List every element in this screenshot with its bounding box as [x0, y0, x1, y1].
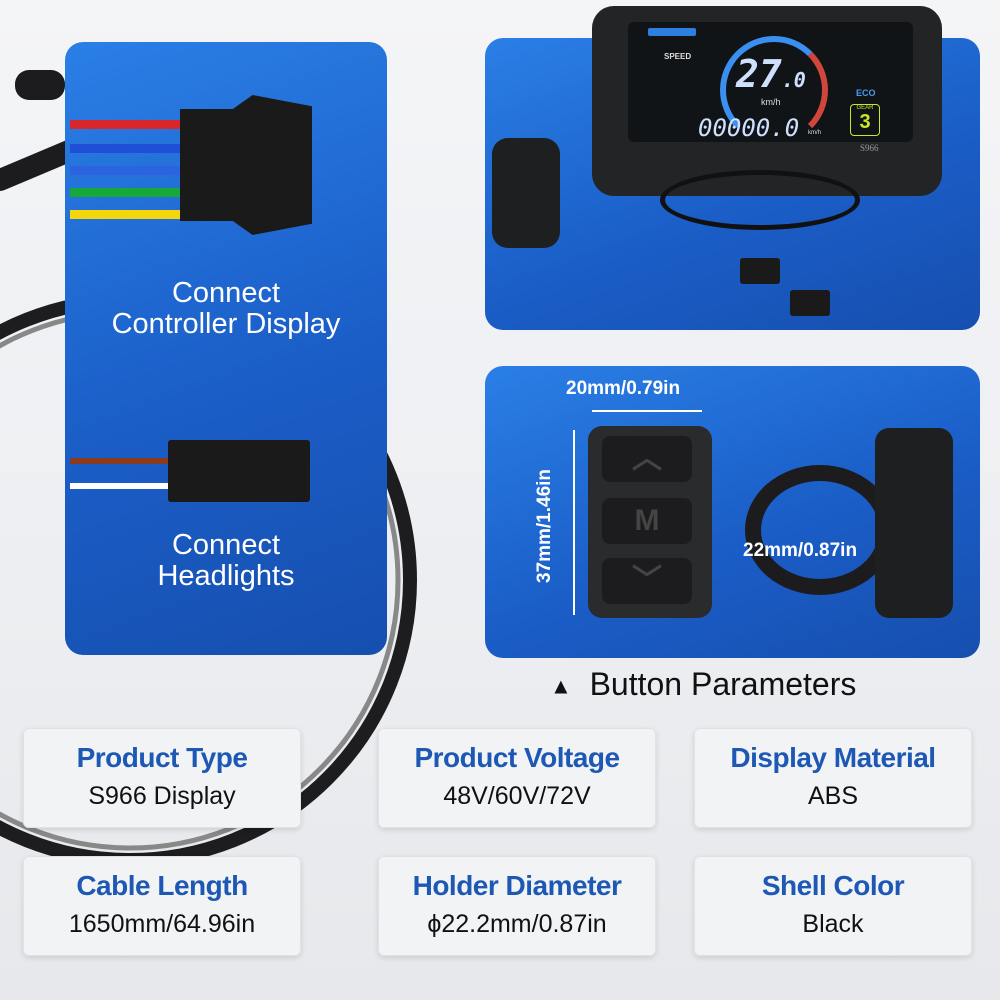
- speed-unit: km/h: [761, 97, 781, 107]
- speed-gauge: [720, 36, 828, 144]
- lcd-screen: SPEED 27.0 km/h ECO GEAR 3 00000.0 km/h: [628, 22, 913, 144]
- odometer: 00000.0: [698, 114, 800, 142]
- caption: ▲ Button Parameters: [550, 666, 857, 702]
- model-label: S966: [860, 143, 879, 153]
- remote-button-small: [492, 138, 560, 248]
- display-connector: [180, 95, 312, 235]
- wire-brown: [70, 458, 170, 464]
- battery-bar: [648, 28, 696, 36]
- clamp-body: [875, 428, 953, 618]
- clamp-dimension: 22mm/0.87in: [743, 540, 858, 561]
- speed-value: 27.0: [736, 52, 806, 96]
- speed-label: SPEED: [664, 52, 692, 61]
- cable-connector-2: [790, 290, 830, 316]
- wire-blue: [70, 144, 182, 153]
- wire-blue2: [70, 166, 182, 175]
- cable-bundle: [660, 170, 860, 230]
- down-button: ﹀: [602, 558, 692, 604]
- cable-connector: [740, 258, 780, 284]
- wire-green: [70, 188, 182, 197]
- clamp-ring: [745, 465, 895, 595]
- headlight-connector: [168, 440, 310, 502]
- wire-yellow: [70, 210, 182, 219]
- gear-box: GEAR 3: [850, 104, 880, 136]
- height-dimension: 37mm/1.46in: [534, 468, 555, 584]
- mode-label: ECO: [856, 88, 876, 98]
- bike-handlebar: [15, 70, 65, 100]
- triangle-up-icon: ▲: [550, 673, 572, 699]
- odometer-unit: km/h: [808, 130, 822, 136]
- height-arrow: [573, 430, 575, 615]
- mode-button: M: [602, 498, 692, 544]
- wire-white: [70, 483, 170, 489]
- width-dimension: 20mm/0.79in: [566, 378, 681, 399]
- width-arrow: [592, 410, 702, 412]
- up-button: ︿: [602, 436, 692, 482]
- wire-red: [70, 120, 182, 129]
